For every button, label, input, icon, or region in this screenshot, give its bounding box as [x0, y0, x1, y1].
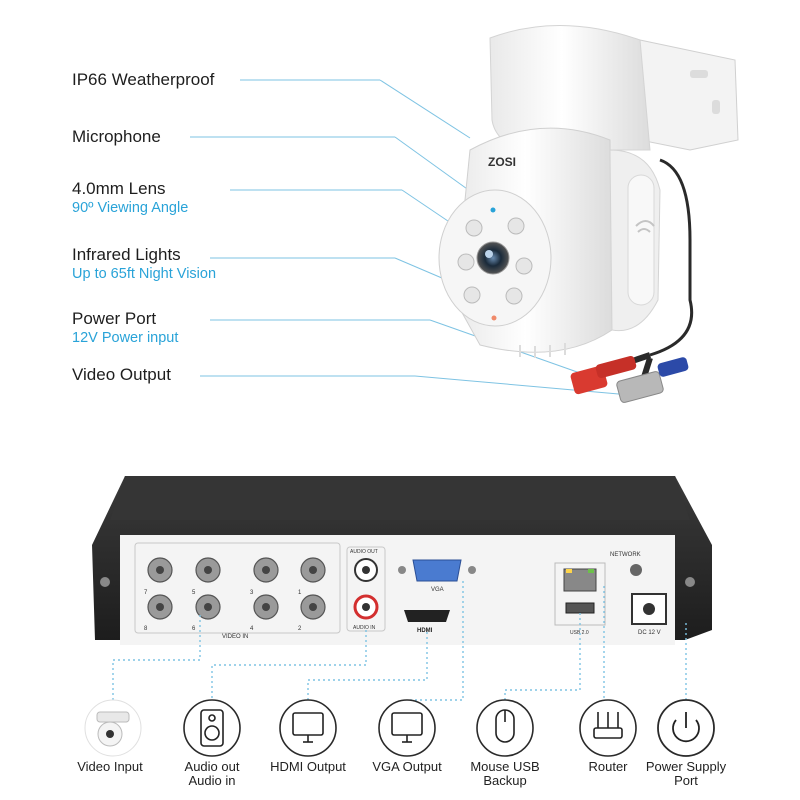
rack-screw: [100, 577, 110, 587]
label-hdmi-output: HDMI Output: [270, 759, 346, 774]
label-vga-output: VGA Output: [372, 759, 442, 774]
video-in-group: [134, 542, 341, 634]
wifi-icon: [635, 220, 655, 233]
leader-line: [414, 375, 631, 396]
label-power-supply: Power Supply Port: [645, 759, 727, 788]
label-mouse-usb: Mouse USB Backup: [470, 759, 540, 788]
feature-power-port: Power Port 12V Power input: [72, 309, 178, 347]
dvr-recorder: 7 5 3 1 8 6 4 2 VIDEO IN AUDIO OUT AUDIO…: [92, 476, 712, 645]
microphone-hole: [490, 207, 496, 213]
feature-subtitle: 12V Power input: [72, 330, 179, 346]
bracket-screw-hole: [712, 100, 720, 114]
svg-text:6: 6: [192, 626, 196, 632]
camera-lens: [476, 241, 510, 275]
ir-led: [463, 286, 481, 304]
bracket-screw-hole: [690, 70, 708, 78]
usb-port: [565, 602, 595, 614]
label-audio: Audio out Audio in: [184, 759, 240, 788]
connection-icons: [84, 699, 715, 757]
ptz-camera: ZOSI: [438, 25, 739, 403]
feature-subtitle: 90º Viewing Angle: [72, 200, 189, 216]
ir-led: [505, 287, 523, 305]
feature-subtitle: Up to 65ft Night Vision: [72, 266, 217, 282]
svg-text:AUDIO OUT: AUDIO OUT: [350, 549, 378, 555]
power-icon: [657, 699, 715, 757]
svg-text:DC 12 V: DC 12 V: [638, 630, 661, 636]
ir-led: [507, 217, 525, 235]
feature-title: Infrared Lights: [72, 245, 181, 264]
feature-title: Microphone: [72, 127, 161, 146]
monitor-icon: [279, 699, 337, 757]
wall-bracket: [639, 39, 739, 151]
bnc-boot: [657, 357, 689, 377]
label-router: Router: [588, 759, 628, 774]
feature-title: Power Port: [72, 309, 157, 328]
camera-mount: [489, 25, 651, 151]
feature-ip66: IP66 Weatherproof: [72, 70, 214, 90]
vga-port: [412, 559, 462, 582]
svg-text:VIDEO IN: VIDEO IN: [222, 634, 248, 640]
label-video-input: Video Input: [77, 759, 143, 774]
feature-video-output: Video Output: [72, 365, 171, 385]
speaker-icon: [183, 699, 241, 757]
cable: [649, 158, 694, 357]
ir-led: [465, 219, 483, 237]
rack-screw: [685, 577, 695, 587]
feature-microphone: Microphone: [72, 127, 161, 147]
hdmi-port: [404, 610, 450, 622]
feature-infrared: Infrared Lights Up to 65ft Night Vision: [72, 245, 216, 283]
power-boot: [595, 355, 637, 379]
dvr-top: [110, 476, 690, 520]
status-light: [491, 315, 497, 321]
router-icon: [579, 699, 637, 757]
ir-led: [515, 257, 533, 275]
feature-title: 4.0mm Lens: [72, 179, 166, 198]
bnc-plug: [616, 371, 664, 403]
svg-text:NETWORK: NETWORK: [610, 552, 641, 558]
svg-text:3: 3: [250, 590, 254, 596]
side-cover: [627, 174, 655, 306]
connector-lines: [112, 581, 687, 701]
svg-text:AUDIO IN: AUDIO IN: [353, 625, 376, 631]
svg-text:1: 1: [298, 590, 302, 596]
lens-glare: [485, 250, 493, 258]
ground-screw: [630, 564, 642, 576]
ethernet-port: [563, 568, 597, 592]
feature-lens: 4.0mm Lens 90º Viewing Angle: [72, 179, 188, 217]
ir-led: [457, 253, 475, 271]
svg-text:7: 7: [144, 590, 148, 596]
feature-title: IP66 Weatherproof: [72, 70, 215, 89]
svg-text:4: 4: [250, 626, 254, 632]
bnc-ports: [147, 557, 326, 620]
mouse-icon: [476, 699, 534, 757]
feature-title: Video Output: [72, 365, 171, 384]
svg-text:2: 2: [298, 626, 302, 632]
svg-text:HDMI: HDMI: [417, 628, 433, 634]
camera-brand: ZOSI: [488, 155, 516, 169]
monitor-icon: [378, 699, 436, 757]
svg-text:5: 5: [192, 590, 196, 596]
leader-line: [379, 79, 471, 139]
svg-text:VGA: VGA: [431, 587, 444, 593]
svg-text:8: 8: [144, 626, 148, 632]
camera-icon: [84, 699, 142, 757]
